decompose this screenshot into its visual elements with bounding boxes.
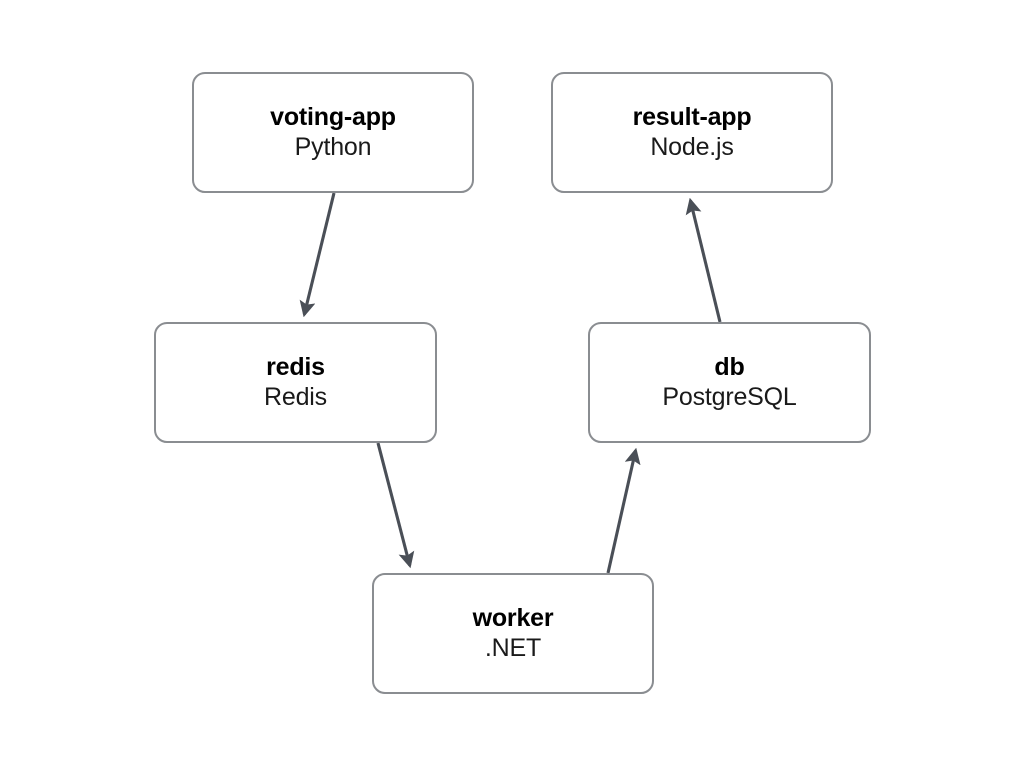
node-result-app-title: result-app <box>632 102 752 131</box>
node-worker-title: worker <box>472 603 554 632</box>
node-db-title: db <box>714 352 745 381</box>
edge-db-to-result-app <box>685 197 722 323</box>
node-voting-app-subtitle: Python <box>294 132 372 161</box>
edge-line-voting-app-to-redis <box>299 192 336 318</box>
edge-line-worker-to-db <box>606 447 641 574</box>
node-worker[interactable]: worker .NET <box>372 573 654 694</box>
node-redis-subtitle: Redis <box>264 382 327 411</box>
node-db[interactable]: db PostgreSQL <box>588 322 871 443</box>
node-voting-app[interactable]: voting-app Python <box>192 72 474 193</box>
node-result-app-subtitle: Node.js <box>650 132 734 161</box>
node-redis-title: redis <box>266 352 325 381</box>
edge-worker-to-db <box>606 447 641 574</box>
node-result-app[interactable]: result-app Node.js <box>551 72 833 193</box>
edge-redis-to-worker <box>376 442 415 569</box>
node-voting-app-title: voting-app <box>270 102 396 131</box>
node-worker-subtitle: .NET <box>484 633 542 662</box>
edge-line-redis-to-worker <box>376 442 415 569</box>
edge-line-db-to-result-app <box>685 197 722 323</box>
edge-voting-app-to-redis <box>299 192 336 318</box>
node-redis[interactable]: redis Redis <box>154 322 437 443</box>
node-db-subtitle: PostgreSQL <box>662 382 797 411</box>
